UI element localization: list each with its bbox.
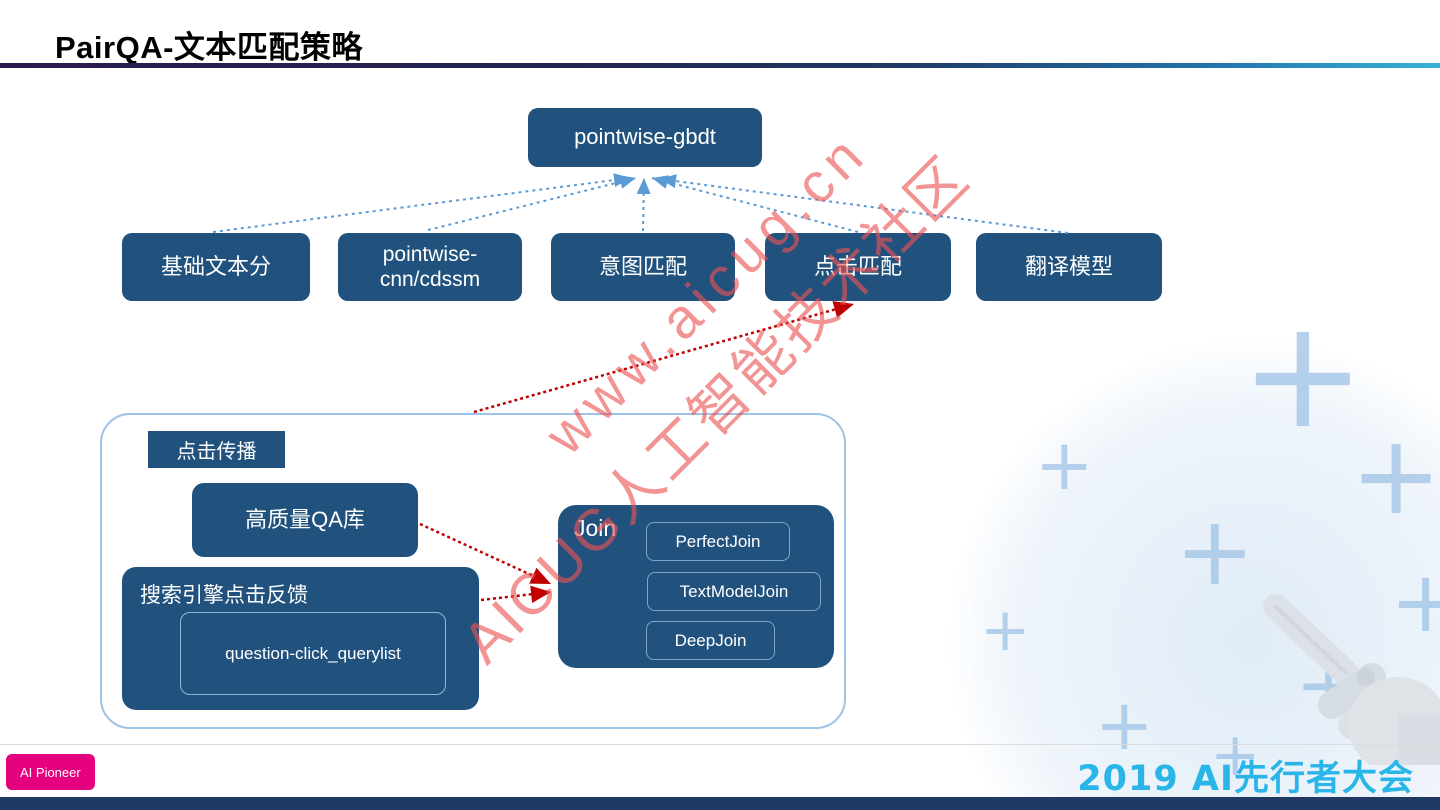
page-title: PairQA-文本匹配策略 — [55, 30, 363, 65]
node-perfect-join: PerfectJoin — [646, 522, 790, 561]
node-pointwise-gbdt: pointwise-gbdt — [528, 108, 762, 167]
arrow-click-to-gbdt — [651, 175, 859, 233]
node-high-quality-qa: 高质量QA库 — [192, 483, 418, 557]
node-deep-join: DeepJoin — [646, 621, 775, 660]
arrow-intent-to-gbdt — [636, 177, 651, 232]
plus-icon: + — [1240, 288, 1366, 462]
plus-icon: + — [1095, 684, 1154, 766]
footer-divider — [0, 744, 1440, 745]
plus-icon: + — [1390, 553, 1440, 652]
title-divider — [0, 63, 1440, 68]
robot-hand-image — [1263, 594, 1440, 765]
node-question-click-querylist: question-click_querylist — [180, 612, 446, 695]
node-join: Join PerfectJoin TextModelJoin DeepJoin — [558, 505, 834, 668]
node-click-match: 点击匹配 — [765, 233, 951, 301]
arrow-cnn-to-gbdt — [427, 175, 637, 231]
plus-icon: + — [1350, 411, 1440, 539]
node-pointwise-cnn-cdssm: pointwise-cnn/cdssm — [338, 233, 522, 301]
node-translation-model: 翻译模型 — [976, 233, 1162, 301]
arrow-base-to-gbdt — [212, 173, 631, 233]
plus-icon: + — [1175, 497, 1255, 607]
node-intent-match: 意图匹配 — [551, 233, 735, 301]
ai-pioneer-badge: AI Pioneer — [4, 752, 97, 792]
node-basic-text-score: 基础文本分 — [122, 233, 310, 301]
bottom-bar — [0, 797, 1440, 810]
join-label: Join — [574, 515, 617, 541]
feedback-title: 搜索引擎点击反馈 — [140, 584, 308, 607]
plus-icon: + — [1035, 424, 1094, 506]
plus-icon: + — [1210, 720, 1261, 790]
node-textmodel-join: TextModelJoin — [647, 572, 821, 611]
click-propagation-group — [100, 413, 846, 729]
plus-icon: + — [980, 595, 1031, 665]
conference-logo: 2019 AI先行者大会 — [1077, 759, 1414, 799]
node-search-click-feedback: 搜索引擎点击反馈 question-click_querylist — [122, 567, 479, 710]
arrow-cluster-to-clickmatch — [473, 301, 855, 414]
cluster-label-click-propagation: 点击传播 — [148, 431, 285, 468]
arrow-translate-to-gbdt — [659, 174, 1069, 234]
